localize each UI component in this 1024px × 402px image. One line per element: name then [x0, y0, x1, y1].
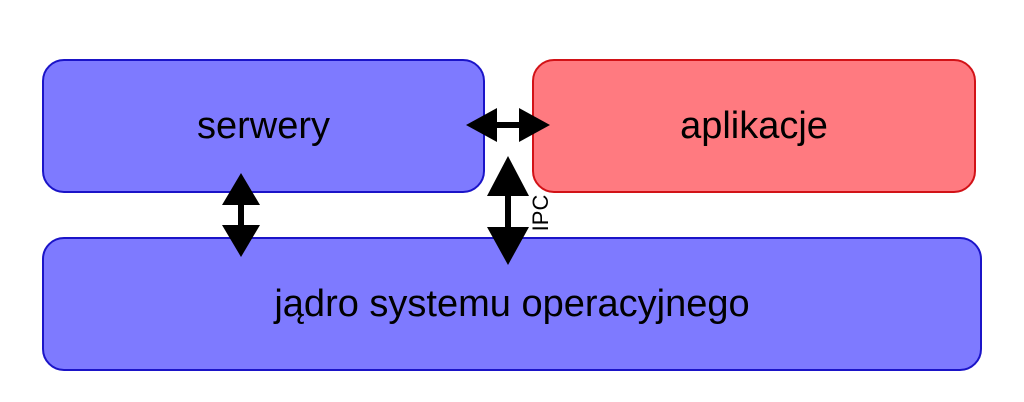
kernel-label: jądro systemu operacyjnego	[274, 282, 750, 325]
servers-box: serwery	[42, 59, 485, 193]
applications-box: aplikacje	[532, 59, 976, 193]
kernel-box: jądro systemu operacyjnego	[42, 237, 982, 371]
servers-label: serwery	[196, 104, 331, 147]
applications-label: aplikacje	[680, 104, 828, 147]
ipc-label: IPC	[528, 194, 553, 232]
